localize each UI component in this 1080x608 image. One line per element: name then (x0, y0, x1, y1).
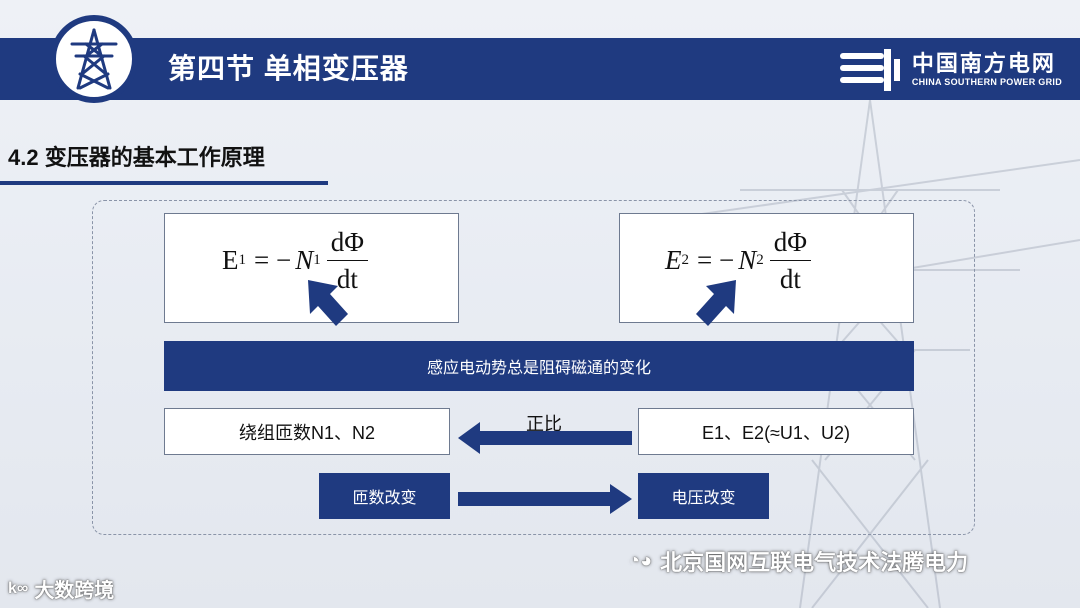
formula-e2-lhs: E (665, 245, 682, 276)
formula-e2-numerator: dΦ (770, 228, 811, 261)
formula-e2-sub: 2 (682, 252, 690, 269)
formula-e2-coef: N (738, 245, 756, 276)
wechat-icon: ◔◕ (628, 550, 652, 573)
up-arrow-right-icon (694, 278, 746, 332)
right-arrow-icon (458, 484, 632, 514)
brand-mark-icon: k∞ (8, 580, 28, 598)
tower-logo (50, 15, 138, 103)
watermark-right: ◔◕ 北京国网互联电气技术法腾电力 (628, 545, 968, 577)
formula-e1-lhs: E (222, 245, 239, 276)
formula-e2-eq: = − (697, 245, 734, 276)
left-arrow-icon (458, 422, 632, 454)
formula-e1-coef-sub: 1 (313, 252, 321, 269)
up-arrow-left-icon (298, 278, 350, 332)
formula-e2-fraction: dΦ dt (770, 228, 811, 293)
formula-e1-numerator: dΦ (327, 228, 368, 261)
brand-logo: 中国南方电网 CHINA SOUTHERN POWER GRID (840, 44, 1062, 96)
formula-e1-coef: N (295, 245, 313, 276)
voltage-change-box: 电压改变 (638, 473, 769, 519)
formula-e1-eq: = − (254, 245, 291, 276)
principle-bar: 感应电动势总是阻碍磁通的变化 (164, 341, 914, 391)
formula-e2-denominator: dt (780, 261, 801, 293)
winding-turns-box: 绕组匝数N1、N2 (164, 408, 450, 455)
tower-icon (66, 28, 122, 90)
section-title: 4.2 变压器的基本工作原理 (8, 140, 265, 172)
brand-name-en: CHINA SOUTHERN POWER GRID (912, 76, 1062, 88)
page-title: 第四节 单相变压器 (168, 38, 409, 100)
watermark-left-text: 大数跨境 (34, 574, 114, 603)
formula-e2-coef-sub: 2 (756, 252, 764, 269)
section-underline (0, 181, 328, 185)
csg-logo-icon (840, 49, 902, 91)
watermark-left: k∞ 大数跨境 (8, 574, 114, 603)
formula-e1-sub: 1 (239, 252, 247, 269)
watermark-right-text: 北京国网互联电气技术法腾电力 (660, 545, 968, 577)
brand-name-cn: 中国南方电网 (912, 52, 1062, 76)
turns-change-box: 匝数改变 (319, 473, 450, 519)
emf-voltage-box: E1、E2(≈U1、U2) (638, 408, 914, 455)
